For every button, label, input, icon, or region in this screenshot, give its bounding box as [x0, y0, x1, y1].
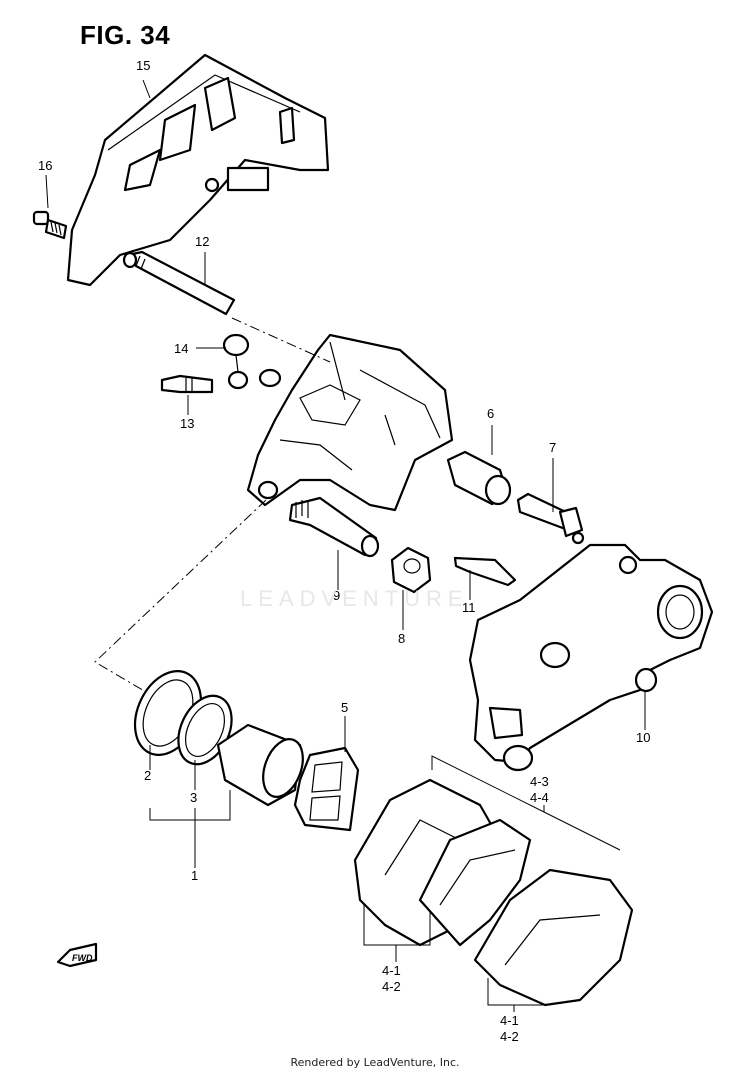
part-15-caliper-guard — [66, 53, 330, 287]
callout-6: 6 — [487, 406, 494, 421]
callout-8: 8 — [398, 631, 405, 646]
part-7-bolt — [516, 492, 585, 545]
footer-credit: Rendered by LeadVenture, Inc. — [290, 1056, 460, 1069]
callouts: 15 16 12 14 13 6 7 9 11 8 10 5 2 3 1 4-3… — [38, 58, 650, 1044]
callout-10: 10 — [636, 730, 650, 745]
caliper-body — [246, 333, 454, 512]
callout-4-4: 4-4 — [530, 790, 549, 805]
callout-13: 13 — [180, 416, 194, 431]
callout-3: 3 — [190, 790, 197, 805]
part-13-bleeder-valve — [160, 374, 214, 394]
callout-2: 2 — [144, 768, 151, 783]
fwd-label: FWD — [72, 953, 93, 963]
callout-15: 15 — [136, 58, 150, 73]
callout-9: 9 — [333, 588, 340, 603]
callout-5: 5 — [341, 700, 348, 715]
callout-4-2-a: 4-2 — [382, 979, 401, 994]
figure-title: FIG. 34 — [80, 20, 171, 50]
callout-1: 1 — [191, 868, 198, 883]
watermark: LEADVENTURE — [240, 586, 469, 611]
part-8-boot — [390, 546, 432, 594]
part-5-pad-shim — [293, 746, 360, 832]
part-10-caliper-bracket — [468, 543, 714, 772]
brake-pad-rear — [473, 868, 634, 1007]
part-11-pad-spring — [453, 556, 517, 587]
callout-4-3: 4-3 — [530, 774, 549, 789]
callout-16: 16 — [38, 158, 52, 173]
leader-lines — [45, 79, 646, 1012]
callout-4-2-b: 4-2 — [500, 1029, 519, 1044]
part-16-bolt — [32, 210, 68, 240]
part-9-slide-pin — [288, 496, 380, 558]
piston — [216, 723, 304, 807]
part-14-bleeder-cap — [222, 333, 250, 390]
fwd-arrow-icon: FWD — [56, 942, 98, 968]
part-6-sleeve — [446, 450, 512, 506]
part-12-pin — [122, 250, 236, 316]
brake-pad-middle — [418, 818, 532, 947]
callout-4-1-a: 4-1 — [382, 963, 401, 978]
callout-12: 12 — [195, 234, 209, 249]
callout-4-1-b: 4-1 — [500, 1013, 519, 1028]
callout-11: 11 — [462, 600, 476, 615]
callout-14: 14 — [174, 341, 188, 356]
callout-7: 7 — [549, 440, 556, 455]
